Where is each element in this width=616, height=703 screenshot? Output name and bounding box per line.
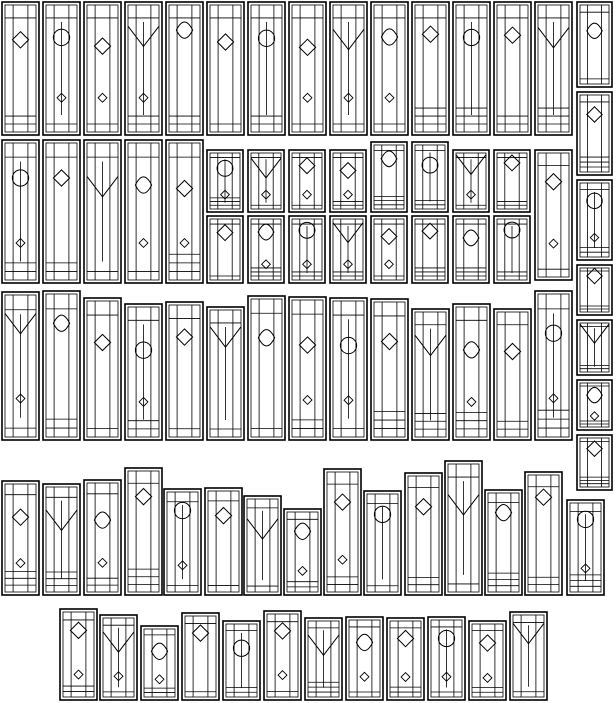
window-panel (140, 625, 179, 701)
window-panel (323, 468, 362, 596)
window-panel (576, 379, 613, 431)
window-panel (576, 1, 613, 88)
window-panel (444, 460, 483, 596)
window-panel (411, 141, 449, 213)
window-panel (1, 291, 40, 441)
window-panel (59, 608, 98, 701)
window-panel (534, 1, 573, 136)
window-panel (329, 297, 368, 441)
window-panel (243, 495, 282, 596)
window-panel (165, 139, 204, 284)
window-panel (247, 215, 285, 284)
window-panel (493, 1, 532, 136)
window-panel (566, 499, 605, 596)
window-panel (206, 215, 244, 284)
window-panel (404, 472, 443, 596)
window-panel (99, 614, 138, 701)
window-panel (493, 308, 532, 441)
window-panel (124, 467, 163, 596)
window-panel (283, 508, 322, 596)
window-panel (329, 215, 367, 284)
window-panel (452, 1, 491, 136)
window-panel (363, 490, 402, 596)
window-panel (288, 215, 326, 284)
window-panel (509, 611, 548, 701)
window-panel (206, 149, 244, 213)
window-panel (42, 290, 81, 441)
window-panel (42, 1, 81, 136)
window-panel (288, 296, 327, 441)
window-panel (42, 139, 81, 284)
window-panel (1, 139, 40, 284)
window-panel (370, 141, 408, 213)
window-panel (576, 179, 613, 261)
window-panel (124, 1, 163, 136)
window-panel (493, 149, 531, 213)
window-panel (1, 1, 40, 136)
window-panel (263, 610, 302, 701)
window-panel (124, 139, 163, 284)
window-panel (222, 620, 261, 701)
window-panel (163, 488, 202, 596)
window-panel (206, 306, 245, 441)
window-panel (370, 298, 409, 441)
window-panel (329, 149, 367, 213)
window-panel (345, 616, 384, 701)
window-panel (204, 487, 243, 596)
window-panel (411, 215, 449, 284)
window-panel (42, 483, 81, 596)
window-panel (247, 295, 286, 441)
window-panel (411, 1, 450, 136)
window-panel (452, 215, 490, 284)
window-panel (576, 264, 613, 316)
window-panel (288, 149, 326, 213)
window-panel (83, 1, 122, 136)
window-panel (576, 91, 613, 176)
window-panel (524, 471, 563, 596)
window-panel (468, 620, 507, 701)
window-panel (484, 489, 523, 596)
window-panel (165, 301, 204, 441)
window-panel (247, 1, 286, 136)
window-panel (83, 297, 122, 441)
window-panel (452, 149, 490, 213)
window-panel (247, 149, 285, 213)
window-panel (370, 215, 408, 284)
window-panel (124, 303, 163, 441)
window-panel (452, 303, 491, 441)
window-panel (206, 1, 245, 136)
window-panel (411, 308, 450, 441)
window-panel (181, 612, 220, 701)
window-panel (1, 480, 40, 596)
window-panel (83, 479, 122, 596)
window-panel (534, 290, 573, 441)
window-panel (427, 616, 466, 701)
window-panel (493, 215, 531, 284)
window-panel (576, 434, 613, 491)
window-panel (576, 319, 613, 376)
window-panel (165, 1, 204, 136)
window-panel (329, 1, 368, 136)
window-panel (534, 149, 573, 281)
window-panel (386, 617, 425, 701)
window-panel (304, 617, 343, 701)
window-panel (370, 1, 409, 136)
window-panel (288, 1, 327, 136)
window-panel (83, 139, 122, 284)
